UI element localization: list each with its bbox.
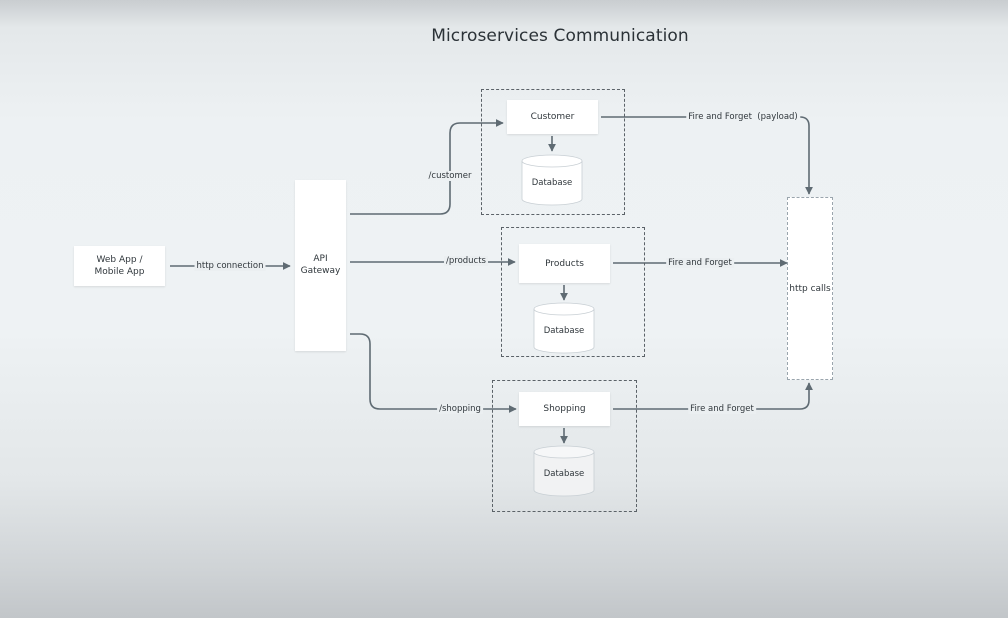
products-service-node: Products: [519, 244, 610, 283]
client-app-node: Web App / Mobile App: [74, 246, 165, 286]
customer-database-cylinder: [521, 154, 583, 206]
edge-gateway-to-shopping: [350, 333, 517, 413]
api-gateway-node: API Gateway: [295, 180, 346, 351]
shopping-service-group: [492, 380, 637, 512]
diagram-title: Microservices Communication: [431, 26, 689, 46]
shopping-database-cylinder: [533, 445, 595, 497]
customer-database-label: Database: [531, 178, 573, 188]
edge-gateway-to-customer: [350, 119, 504, 215]
edge-label-shopping-fire-and-forget: Fire and Forget: [688, 404, 756, 414]
shopping-database-label: Database: [543, 469, 585, 479]
products-database-label: Database: [543, 326, 585, 336]
edge-customer-to-http-calls: [601, 116, 813, 195]
edge-label-http-connection: http connection: [194, 261, 266, 271]
edge-label-customer-route: /customer: [426, 171, 474, 181]
customer-service-node: Customer: [507, 100, 598, 134]
products-service-group: [501, 227, 645, 357]
edge-label-products-fire-and-forget: Fire and Forget: [666, 258, 734, 268]
products-database-cylinder: [533, 302, 595, 354]
edge-label-customer-fire-and-forget: Fire and Forget (payload): [686, 112, 800, 122]
shopping-service-node: Shopping: [519, 392, 610, 426]
edge-label-shopping-route: /shopping: [437, 404, 483, 414]
http-calls-node: http calls: [787, 197, 833, 380]
edge-label-products-route: /products: [444, 256, 488, 266]
customer-service-group: [481, 89, 625, 215]
edge-shopping-to-http-calls: [613, 382, 813, 410]
